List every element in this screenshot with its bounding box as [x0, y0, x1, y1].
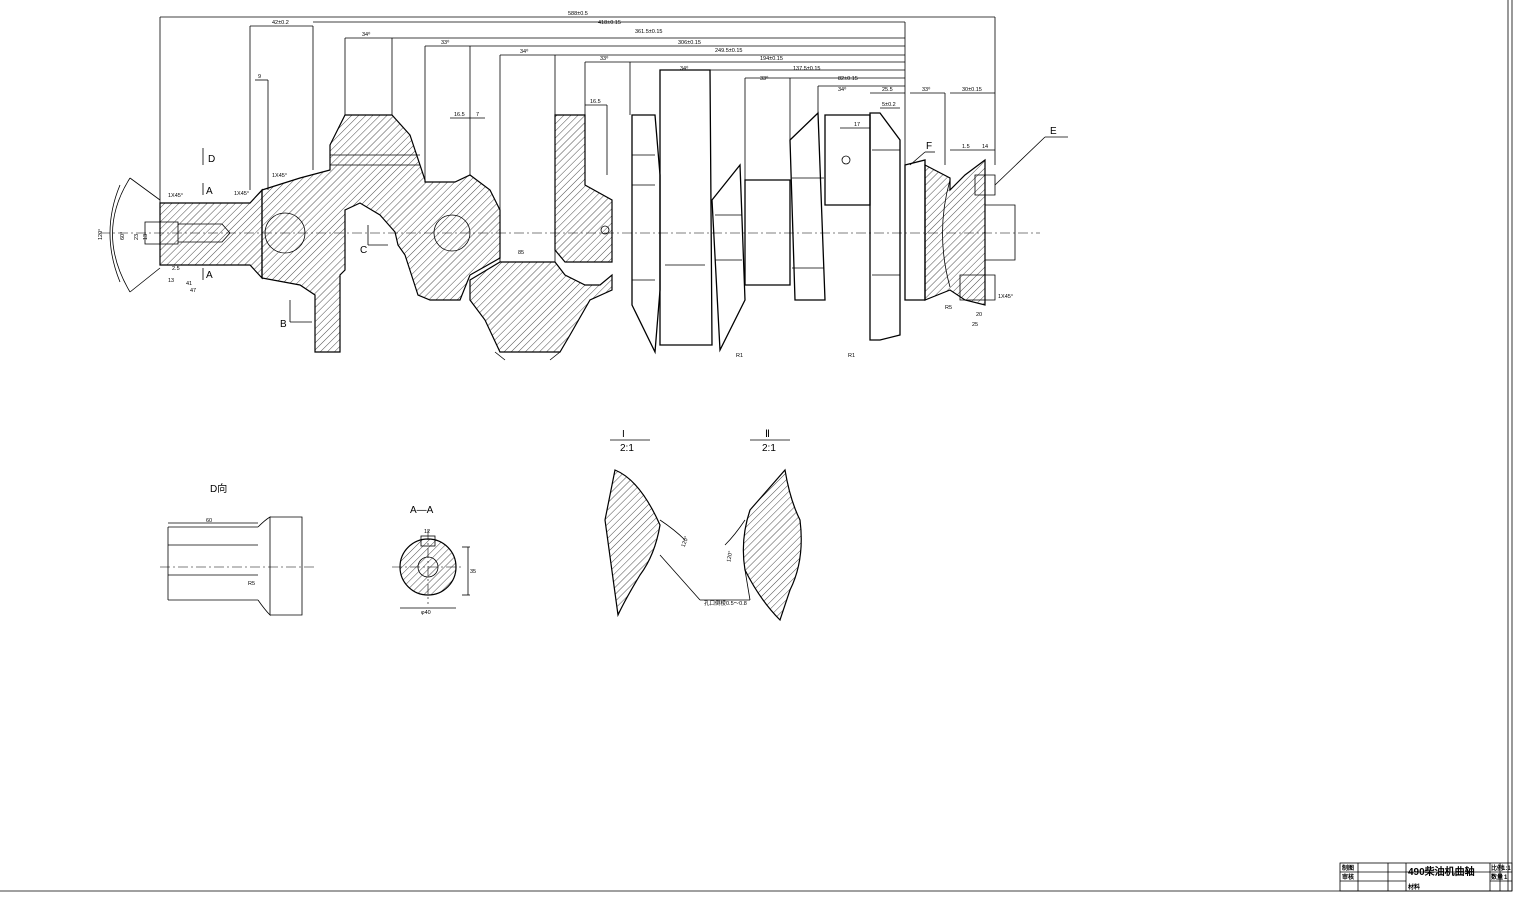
aa-section: A—A 12 φ40 35: [392, 505, 476, 616]
dim-194: 194±0.15: [760, 56, 783, 62]
center-web: [469, 261, 613, 353]
label-d: D: [208, 154, 215, 165]
dim-120: 120°: [98, 229, 104, 240]
dim-306: 306±0.15: [678, 40, 701, 46]
tb-drawn-label: 制图: [1342, 864, 1354, 872]
top-dimensions: [159, 16, 996, 205]
label-a-bottom: A: [206, 270, 213, 281]
detail-note: 孔口倒棱0.5～0.8: [704, 599, 747, 607]
front-nose: [159, 188, 263, 280]
dim-chamfer-2: 1X45°: [234, 191, 249, 197]
dim-1-5: 1.5: [962, 144, 970, 150]
dim-9: 9: [258, 74, 261, 80]
dim-418: 418±0.15: [598, 20, 621, 26]
aa-height: 35: [470, 569, 476, 575]
dim-14: 14: [982, 144, 988, 150]
dim-r5: R5: [945, 305, 952, 311]
tb-review-label: 审核: [1342, 873, 1354, 881]
dim-23: 23: [134, 234, 140, 240]
dim-13: 13: [168, 278, 174, 284]
tb-qty-label: 数量: [1491, 873, 1503, 881]
dim-249: 249.5±0.15: [715, 48, 743, 54]
dim-361: 361.5±0.15: [635, 29, 663, 35]
label-c: C: [360, 245, 367, 256]
dim-137: 137.5±0.15: [793, 66, 821, 72]
dim-5: 5±0.2: [882, 102, 896, 108]
tb-scale-value: 1:1: [1502, 866, 1511, 872]
dim-overall: 588±0.5: [568, 11, 588, 17]
label-a-top: A: [206, 186, 213, 197]
dim-chamfer-4: 1X45°: [998, 294, 1013, 300]
d-view-r: R5: [248, 581, 255, 587]
label-b: B: [280, 319, 287, 330]
dim-16-5a: 16.5: [590, 99, 601, 105]
dim-42: 42±0.2: [272, 20, 289, 26]
dim-16-5b: 16.5: [454, 112, 465, 118]
dim-w6: 33⁰: [760, 75, 769, 82]
tb-qty-value: 1: [1504, 875, 1508, 881]
title-block: 制图 审核 材料 490柴油机曲轴 比例 1:1 数量 1: [1339, 862, 1513, 892]
dim-13b: 13: [143, 234, 149, 240]
tb-title: 490柴油机曲轴: [1408, 865, 1475, 878]
dim-w2: 33⁰: [441, 39, 450, 46]
label-e: E: [1050, 126, 1057, 137]
d-view-title: D向: [210, 482, 227, 495]
dim-60: 60°: [120, 232, 126, 240]
dim-25: 25: [972, 322, 978, 328]
front-web: [261, 114, 501, 353]
dim-47: 47: [190, 288, 196, 294]
dim-17: 17: [854, 122, 860, 128]
main-view: 588±0.5 42±0.2 418±0.15 361.5±0.15 306±0…: [98, 11, 1068, 361]
dim-7: 7: [476, 112, 479, 118]
tb-material-label: 材料: [1407, 883, 1420, 891]
detail-2-scale: 2:1: [762, 443, 776, 454]
dim-30: 30±0.15: [962, 87, 982, 93]
dim-w8: 33⁰: [922, 86, 931, 93]
detail-1-angle: 120°: [681, 535, 691, 548]
rear-flange: [924, 158, 986, 306]
detail-1-label: I: [622, 429, 625, 440]
dim-w5: 34⁰: [680, 65, 689, 72]
aa-width: 12: [424, 529, 430, 535]
d-view: D向 60 R5: [160, 482, 315, 616]
aa-dia: φ40: [421, 610, 431, 616]
dim-w7: 34⁰: [838, 86, 847, 93]
dim-r1b: R1: [848, 353, 855, 359]
dim-r1a: R1: [736, 353, 743, 359]
dim-w3: 34⁰: [520, 48, 529, 55]
detail-2-angle: 120°: [726, 550, 734, 562]
dim-w1: 34⁰: [362, 31, 371, 38]
dim-85: 85: [518, 250, 524, 256]
d-view-len: 60: [206, 518, 212, 524]
dim-82: 82±0.15: [838, 76, 858, 82]
rear-webs: [631, 69, 926, 355]
aa-title: A—A: [410, 505, 434, 516]
dim-chamfer-3: 1X45°: [272, 173, 287, 179]
detail-2-label: Ⅱ: [765, 429, 770, 440]
dim-chamfer-1: 1X45°: [168, 193, 183, 199]
dim-25-5: 25.5: [882, 87, 893, 93]
dim-2-5: 2.5: [172, 266, 180, 272]
dim-41: 41: [186, 281, 192, 287]
label-f: F: [926, 141, 932, 152]
dim-20: 20: [976, 312, 982, 318]
detail-1-scale: 2:1: [620, 443, 634, 454]
detail-views: I 2:1 Ⅱ 2:1 120° 120° 孔口倒棱0.5～0.8: [604, 429, 802, 622]
dim-w4: 33⁰: [600, 55, 609, 62]
tb-scale-label: 比例: [1491, 864, 1503, 872]
